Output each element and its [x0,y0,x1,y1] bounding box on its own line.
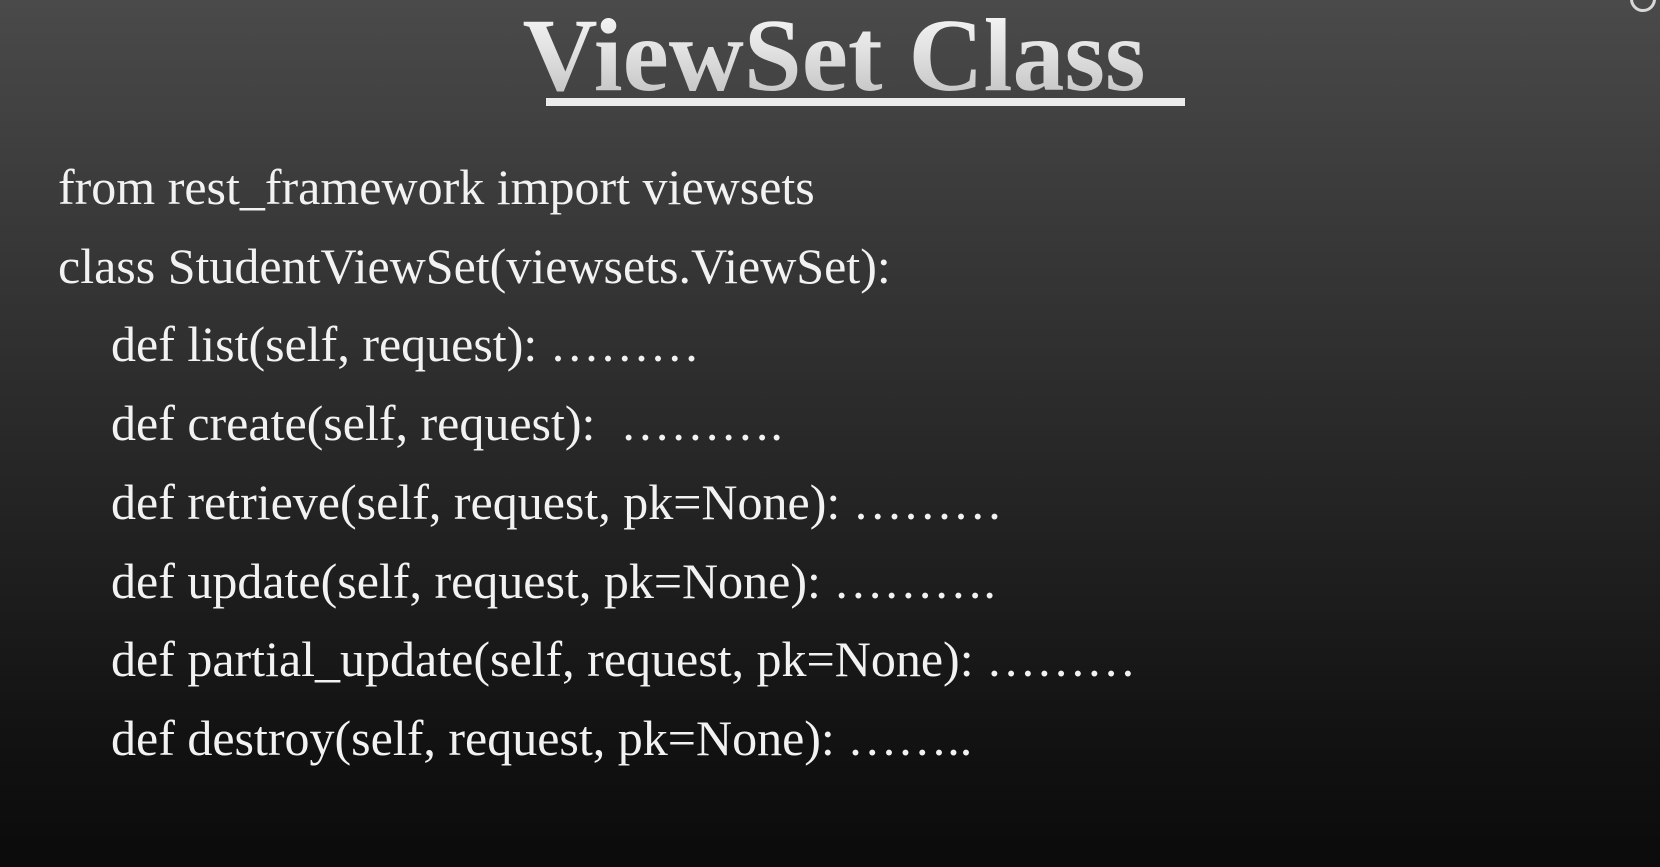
title-underline [546,98,1185,106]
code-block: from rest_framework import viewsets clas… [58,148,1660,778]
import-line: from rest_framework import viewsets [58,159,815,215]
method-update-line: def update(self, request, pk=None): ………. [111,552,996,609]
method-partial-update-line: def partial_update(self, request, pk=Non… [111,631,1137,688]
method-retrieve-line: def retrieve(self, request, pk=None): ……… [111,473,1003,530]
method-destroy-line: def destroy(self, request, pk=None): …….… [111,709,973,766]
title-container: ViewSet Class [0,0,1660,108]
method-create-line: def create(self, request): ………. [111,395,783,452]
class-definition-line: class StudentViewSet(viewsets.ViewSet): [58,237,891,294]
method-list-line: def list(self, request): ……… [111,316,700,373]
slide-title: ViewSet Class [523,0,1146,108]
